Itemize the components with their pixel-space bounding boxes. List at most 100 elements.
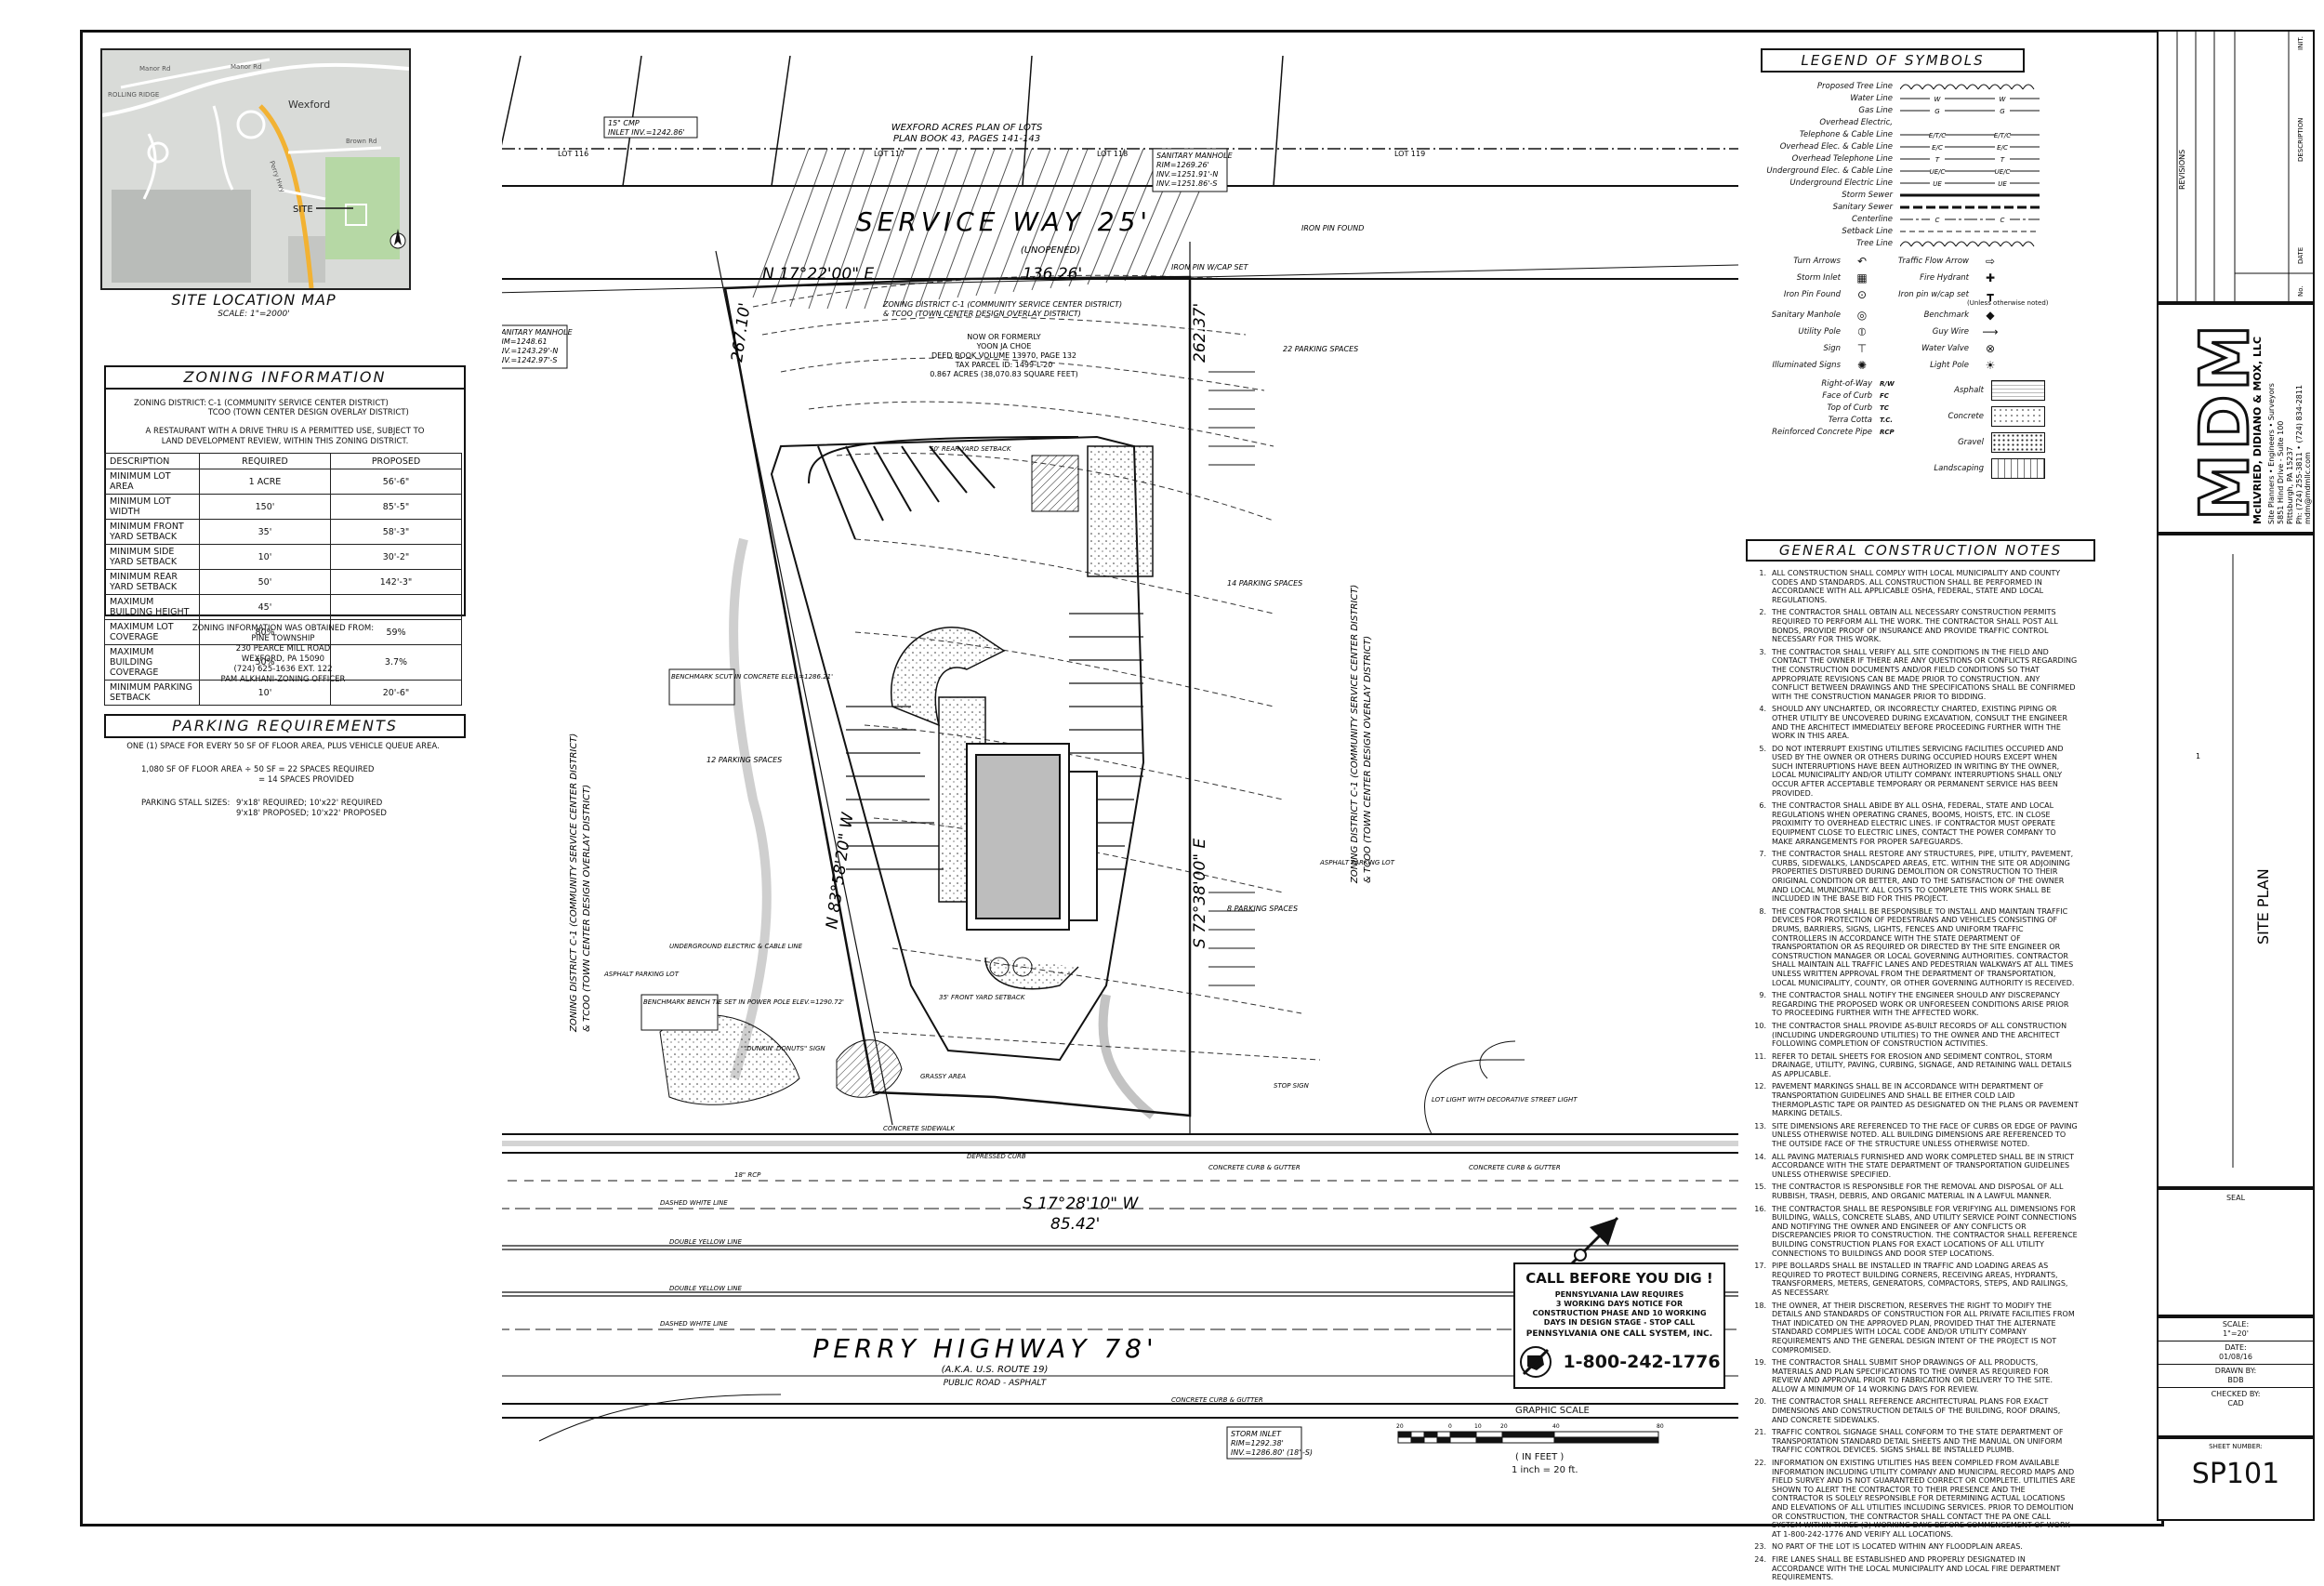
right-zoning: & TCOO (TOWN CENTER DESIGN OVERLAY DISTR…	[1363, 636, 1373, 883]
bearing-north: N 17°22'00" E	[762, 265, 874, 284]
sanitary-manhole-icon: ◎	[1856, 309, 1868, 322]
svg-text:40: 40	[1552, 1423, 1560, 1430]
revisions-header: REVISIONS	[2178, 150, 2186, 190]
hatch-swatch	[1991, 380, 2045, 401]
pa-one-call-icon	[1520, 1346, 1552, 1378]
perry-highway	[502, 1133, 1738, 1419]
svg-text:5851 Hind Drive - Suite 100: 5851 Hind Drive - Suite 100	[2277, 421, 2285, 524]
note-item: 20.The contractor shall reference archit…	[1754, 1397, 2061, 1424]
lot-label: LOT 116	[558, 150, 588, 158]
svg-text:mdm@mdmllc.com: mdm@mdmllc.com	[2304, 452, 2312, 524]
note-item: 9.The contractor shall notify the engine…	[1759, 991, 2069, 1018]
route-label: (A.K.A. U.S. ROUTE 19)	[942, 1365, 1049, 1375]
title-block-revisions: REVISIONS No. DATE DESCRIPTION INIT.	[2157, 30, 2315, 303]
legend-item: Sanitary Sewer	[1751, 201, 2058, 213]
svg-text:DESCRIPTION: DESCRIPTION	[2297, 118, 2304, 162]
zoning-table: DESCRIPTION REQUIRED PROPOSED MINIMUM LO…	[104, 453, 462, 706]
callout-sanitary-manhole-east: SANITARY MANHOLE RIM=1269.26' INV.=1251.…	[1152, 148, 1234, 192]
table-header-cell: REQUIRED	[199, 453, 331, 469]
note-item: 16.The contractor shall be responsible f…	[1754, 1204, 2078, 1258]
svg-text:14 PARKING SPACES: 14 PARKING SPACES	[1227, 579, 1302, 588]
callout-cmp: 15" CMP INLET INV.=1242.86'	[603, 116, 698, 139]
note-item: 3.The contractor shall verify all site c…	[1759, 647, 2078, 701]
iron-pin-icon: ⊙	[1856, 288, 1868, 301]
svg-text:INV.=1251.86'-S: INV.=1251.86'-S	[1156, 179, 1217, 188]
sign-icon: ⊤	[1856, 342, 1868, 355]
legend-line-symbol	[1900, 118, 2040, 127]
site-location-map-title: SITE LOCATION MAP	[171, 291, 337, 309]
svg-text:IRON PIN FOUND: IRON PIN FOUND	[1301, 224, 1364, 232]
lot-label: LOT 117	[874, 150, 905, 158]
perry-highway-label: PERRY HIGHWAY 78'	[812, 1333, 1157, 1364]
svg-text:22 PARKING SPACES: 22 PARKING SPACES	[1283, 345, 1358, 353]
legend-symbol-code: E/C	[1932, 144, 1943, 152]
firm-name: McILVRIED, DIDIANO & MOX, LLC	[2251, 337, 2264, 524]
note-item: 21.Traffic control signage shall conform…	[1754, 1428, 2064, 1455]
map-label: SITE	[293, 205, 313, 215]
svg-text:8 PARKING SPACES: 8 PARKING SPACES	[1227, 905, 1298, 913]
note-item: 19.The contractor shall submit shop draw…	[1754, 1358, 2053, 1394]
site-location-map: Manor Rd Manor Rd ROLLING RIDGE Wexford …	[100, 48, 411, 290]
map-label: ROLLING RIDGE	[108, 91, 159, 99]
svg-text:CONCRETE CURB & GUTTER: CONCRETE CURB & GUTTER	[1469, 1164, 1561, 1171]
legend-item: Tree Line	[1751, 237, 2058, 249]
hatch-swatch	[1991, 406, 2045, 427]
legend-symbol-code: UE/C	[1930, 168, 1946, 176]
legend-symbol-code: E/C	[1997, 144, 2008, 152]
distance-east: 262.37'	[1191, 303, 1209, 363]
property-boundary	[723, 275, 1192, 1117]
svg-text:35' FRONT YARD SETBACK: 35' FRONT YARD SETBACK	[939, 994, 1026, 1001]
traffic-flow-arrow-icon: ⇨	[1985, 255, 1996, 268]
guy-wire-icon: ⟶	[1982, 325, 1999, 338]
illuminated-sign-icon: ✺	[1856, 359, 1868, 372]
map-label: Wexford	[288, 99, 330, 111]
svg-text:INV.=1243.29'-N: INV.=1243.29'-N	[502, 347, 558, 355]
plan-book-label: PLAN BOOK 43, PAGES 141-143	[893, 134, 1040, 144]
svg-text:GRASSY AREA: GRASSY AREA	[920, 1073, 966, 1080]
legend-hatch-item: Concrete	[1909, 403, 2058, 430]
note-item: 12.Pavement markings shall be in accorda…	[1754, 1082, 2079, 1118]
note-item: 11.Refer to detail sheets for erosion an…	[1754, 1051, 2072, 1078]
public-road-label: PUBLIC ROAD - ASPHALT	[944, 1379, 1048, 1388]
center-zoning: & TCOO (TOWN CENTER DESIGN OVERLAY DISTR…	[883, 310, 1081, 318]
owner-info: NOW OR FORMERLY	[967, 333, 1041, 341]
distance-west: 267.10'	[728, 301, 755, 363]
svg-text:CONCRETE CURB & GUTTER: CONCRETE CURB & GUTTER	[1171, 1396, 1263, 1404]
zoning-source: ZONING INFORMATION WAS OBTAINED FROM: PI…	[191, 624, 375, 684]
legend-symbol-code: UE	[1998, 180, 2007, 188]
map-label: Manor Rd	[231, 63, 261, 71]
map-label: Manor Rd	[139, 65, 170, 73]
legend-symbol-row: Utility Pole⦶Guy Wire⟶	[1751, 324, 2058, 340]
note-item: 13.Site dimensions are referenced to the…	[1754, 1121, 2078, 1149]
svg-text:STOP SIGN: STOP SIGN	[1274, 1082, 1310, 1090]
svg-text:DOUBLE YELLOW LINE: DOUBLE YELLOW LINE	[669, 1285, 743, 1292]
note-item: 24.Fire lanes shall be established and p…	[1754, 1554, 2061, 1582]
zoning-information: ZONING INFORMATION ZONING DISTRICT: C-1 …	[104, 365, 466, 706]
checked-by-value: CAD	[2227, 1399, 2244, 1408]
center-zoning: ZONING DISTRICT C-1 (COMMUNITY SERVICE C…	[882, 300, 1122, 309]
parking-requirements: ONE (1) SPACE FOR EVERY 50 SF OF FLOOR A…	[126, 742, 440, 818]
callout-sanitary-manhole-west: SANITARY MANHOLE RIM=1248.61 INV.=1243.2…	[502, 324, 574, 369]
svg-text:50' REAR YARD SETBACK: 50' REAR YARD SETBACK	[930, 445, 1012, 453]
zoning-district-label: ZONING DISTRICT:	[134, 399, 207, 408]
owner-info: TAX PARCEL ID: 1499-L-20	[955, 361, 1053, 369]
note-item: 17.Pipe bollards shall be installed in t…	[1754, 1262, 2068, 1297]
note-item: 7.The contractor shall restore any struc…	[1759, 850, 2074, 904]
table-header-cell: DESCRIPTION	[104, 453, 200, 469]
iron-pin-cap-icon: ┳	[1987, 288, 1994, 301]
title-block-firm: MDM McILVRIED, DIDIANO & MOX, LLC Site P…	[2157, 303, 2315, 534]
